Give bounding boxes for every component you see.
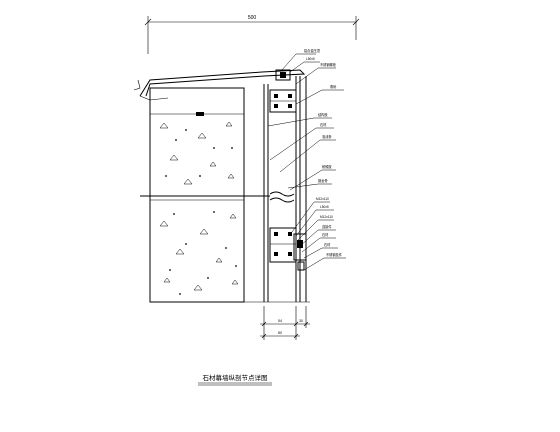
coping-flashing [133,69,306,101]
leader-lines [267,53,346,271]
label-stone-2: 石材 [322,232,329,237]
top-dimension: 500 [144,15,360,54]
label-structural-sealant: 结构胶 [318,112,328,117]
label-anchor-bolt-2: M12x110 [320,215,333,219]
label-stone-1: 石材 [320,122,327,127]
label-steel-keel: 钢龙骨 [318,178,328,183]
label-angle-steel-2: L50x5 [320,205,329,209]
steel-keel [244,76,310,303]
upper-bracket [269,89,297,113]
mid-joint [269,191,295,203]
dim-80: 80 [278,331,282,335]
label-coping: 铝合金压顶 [304,48,321,53]
drawing-caption: 石材幕墙纵剖节点详图 [198,373,272,386]
concrete-wall [140,87,270,303]
label-bolt: 不锈钢螺栓 [320,62,337,67]
dim-30: 30 [299,319,303,323]
label-anchor-bolt-1: M12x110 [316,197,329,201]
label-stone-3: 石材 [324,242,331,247]
caption-text: 石材幕墙纵剖节点详图 [203,373,268,382]
leader-labels: 铝合金压顶 L50x5 不锈钢螺栓 角码 结构胶 石材 泡沫条 耐候胶 钢龙骨 … [304,48,343,257]
bottom-dimensions: 54 30 80 [260,306,310,340]
lower-bracket [269,227,307,271]
label-hanger: 不锈钢挂件 [326,252,343,257]
dim-54: 54 [278,319,282,323]
label-foam-rod: 泡沫条 [322,134,332,139]
label-angle-bracket: 角码 [330,84,336,89]
top-dimension-label: 500 [248,15,257,21]
label-angle-steel-1: L50x5 [306,57,315,61]
label-weather-sealant: 耐候胶 [322,164,332,169]
label-connector: 连接件 [322,224,332,229]
